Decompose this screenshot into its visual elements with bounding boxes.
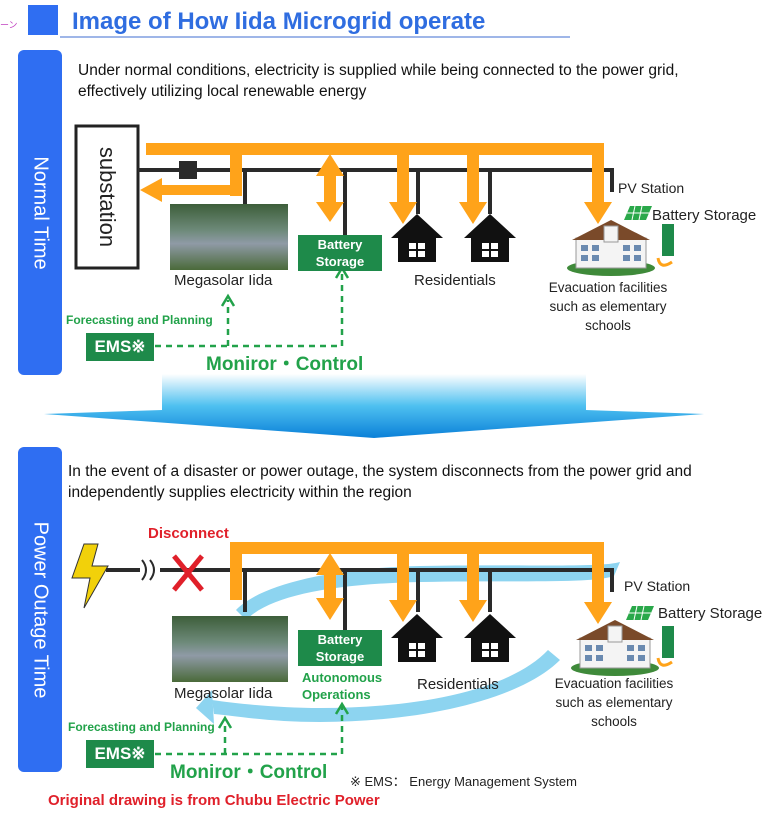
solar-panel-icon <box>626 606 654 620</box>
footnote: ※ EMS： Energy Management System <box>350 774 577 789</box>
substation-box <box>74 124 140 270</box>
orange-flow-normal <box>146 143 604 210</box>
title-bar-square <box>28 5 58 35</box>
side-label-normal: Normal Time <box>18 50 62 375</box>
house-icon <box>391 614 443 662</box>
title-underline <box>60 36 570 38</box>
breaker-square <box>179 161 197 179</box>
residentials-label-normal: Residentials <box>414 272 496 289</box>
residentials-label-outage: Residentials <box>417 676 499 693</box>
battery-storage-label-outage: Battery Storage <box>658 605 763 622</box>
side-label-outage: Power Outage Time <box>18 447 62 772</box>
battery-storage-label-normal: Battery Storage <box>652 207 757 224</box>
battery-box-outage: Battery Storage <box>298 630 382 666</box>
page-title: Image of How Iida Microgrid operate <box>72 8 486 35</box>
disconnect-x-icon <box>172 554 204 592</box>
arrow-down-icon <box>44 374 704 438</box>
monitor-control-normal: Moniror・Control <box>206 354 364 375</box>
solar-panel-icon <box>624 206 652 220</box>
lightning-icon <box>71 543 109 609</box>
control-line-normal <box>155 270 344 348</box>
forecasting-label-normal: Forecasting and Planning <box>66 313 213 327</box>
school-icon <box>571 620 659 676</box>
megasolar-image-normal <box>170 204 288 270</box>
house-icon <box>464 614 516 662</box>
disconnect-label: Disconnect <box>148 525 229 542</box>
monitor-control-outage: Moniror・Control <box>170 762 328 783</box>
credit-line: Original drawing is from Chubu Electric … <box>48 792 380 809</box>
battery-bar-normal <box>662 224 674 256</box>
pv-station-label-outage: PV Station <box>624 578 691 594</box>
house-icon <box>391 214 443 262</box>
battery-box-normal: Battery Storage <box>298 235 382 271</box>
battery-bar-outage <box>662 626 674 658</box>
ems-box-outage: EMS※ <box>86 740 154 768</box>
ems-box-normal: EMS※ <box>86 333 154 361</box>
megasolar-image-outage <box>172 616 288 682</box>
house-icon <box>464 214 516 262</box>
autonomous-label: Autonomous Operations <box>302 670 383 702</box>
grid-line-normal <box>138 168 614 192</box>
intro-outage: In the event of a disaster or power outa… <box>68 463 692 501</box>
forecasting-label-outage: Forecasting and Planning <box>68 720 215 734</box>
megasolar-label-normal: Megasolar Iida <box>174 272 273 289</box>
intro-normal: Under normal conditions, electricity is … <box>78 62 679 100</box>
pv-station-label-normal: PV Station <box>618 180 685 196</box>
corner-mark: ーン <box>0 20 18 30</box>
orange-flow-outage <box>230 542 604 610</box>
megasolar-label-outage: Megasolar Iida <box>174 685 273 702</box>
evacuation-label-outage: Evacuation facilities such as elementary… <box>554 676 674 729</box>
evacuation-label-normal: Evacuation facilities such as elementary… <box>548 280 668 333</box>
school-icon <box>567 220 655 276</box>
control-line-outage <box>155 706 344 756</box>
